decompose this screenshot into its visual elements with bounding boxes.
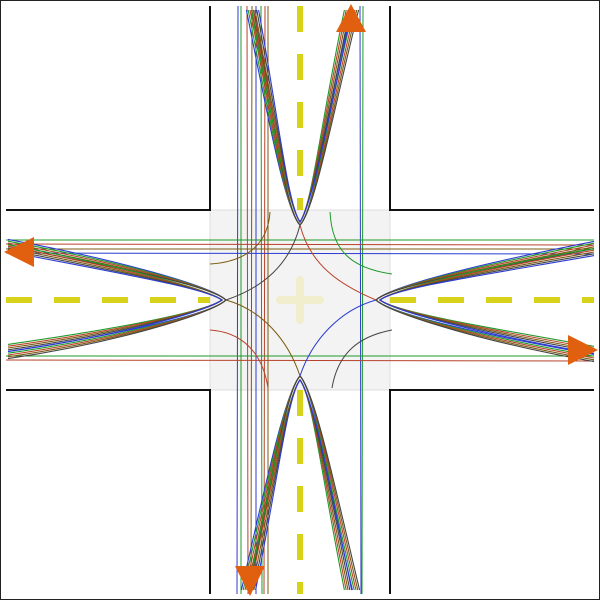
turning-trajectory-inner-arc (225, 224, 301, 301)
turning-trajectory-inner-arc (329, 211, 393, 275)
turning-trajectory-east (379, 255, 595, 355)
exit-arrows (4, 4, 598, 596)
road-edge-ne (389, 6, 594, 211)
road-edge-se (389, 389, 594, 594)
straight-trajectory-vertical (361, 5, 364, 595)
road-edge-nw (6, 6, 211, 211)
west-exit-arrow-icon (4, 237, 34, 267)
turning-trajectory-inner-arc (209, 329, 269, 389)
turning-trajectory-inner-arc (299, 299, 377, 377)
straight-trajectory-horizontal (5, 243, 595, 246)
straight-trajectory-vertical (246, 5, 249, 595)
straight-trajectory-vertical (359, 5, 362, 595)
turning-trajectory-inner-arc (209, 211, 271, 265)
turning-trajectory-north (258, 9, 353, 223)
east-exit-arrow-icon (568, 335, 598, 365)
straight-trajectory-vertical (250, 5, 253, 595)
straight-trajectory-vertical (260, 5, 263, 595)
road-edge-sw (6, 389, 211, 594)
center-marker (276, 276, 324, 324)
straight-trajectory-horizontal (5, 359, 595, 362)
road-edges (6, 6, 594, 594)
north-exit-arrow-icon (336, 4, 366, 32)
straight-trajectory-vertical (236, 5, 239, 595)
turning-trajectories (7, 9, 595, 591)
turning-trajectory-west (7, 251, 223, 353)
straight-trajectory-horizontal (5, 252, 595, 255)
turning-trajectory-inner-arc (225, 299, 301, 377)
turning-trajectory-inner-arc (299, 224, 377, 301)
turning-trajectory-south (255, 379, 353, 591)
turning-trajectory-inner-arc (331, 329, 393, 389)
south-exit-arrow-icon (235, 566, 265, 596)
center-lines (6, 6, 594, 594)
